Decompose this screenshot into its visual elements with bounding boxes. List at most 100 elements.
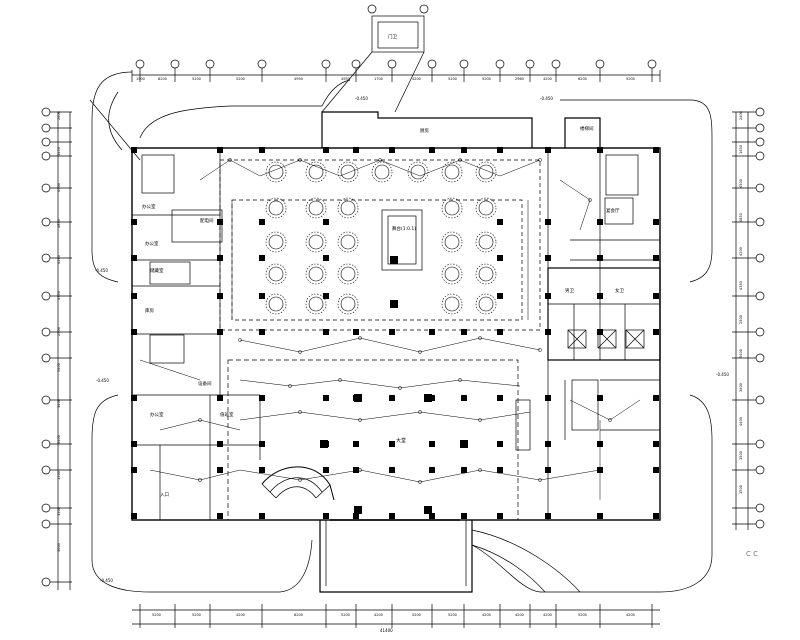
structural-column	[597, 147, 603, 153]
banquet-round-table	[265, 293, 287, 315]
dimension-text-top: 4950	[294, 77, 303, 81]
light-fixture	[198, 478, 202, 482]
structural-column	[497, 513, 503, 519]
structural-column	[323, 293, 329, 299]
level-mark-2: -0.450	[95, 268, 108, 273]
dimension-text-bottom: 5200	[578, 613, 587, 617]
structural-column	[353, 441, 359, 447]
annex-block	[371, 15, 425, 53]
dimension-text-top: 5200	[448, 77, 457, 81]
axis-bubble-top	[387, 59, 397, 69]
label-office-2: 办公室	[145, 240, 159, 247]
dimension-text-bottom: 4200	[482, 613, 491, 617]
structural-column	[429, 441, 435, 447]
dimension-text-top: 5200	[626, 77, 635, 81]
site-path-left	[108, 91, 123, 151]
axis-bubble-top	[427, 59, 437, 69]
structural-column	[597, 255, 603, 261]
label-entrance: 入口	[160, 492, 169, 498]
structural-column	[497, 219, 503, 225]
electrical-circuit-line	[239, 337, 541, 353]
level-mark-1: -0.450	[355, 96, 368, 101]
lobby-column	[424, 394, 432, 402]
structural-column	[429, 513, 435, 519]
axis-bubble-top	[551, 59, 561, 69]
entrance-ramp-arc-2	[471, 544, 546, 593]
axis-bubble-right	[755, 291, 765, 301]
axis-bubble-top	[205, 59, 215, 69]
label-store: 储藏室	[150, 267, 164, 274]
electrical-circuit-line	[559, 179, 591, 231]
structural-column	[353, 147, 359, 153]
label-wc-m: 男卫	[565, 288, 574, 294]
dimension-text-left: 1450	[57, 147, 61, 156]
service-core[interactable]	[547, 267, 661, 361]
lobby-column	[320, 440, 328, 448]
banquet-round-table	[305, 161, 327, 183]
light-fixture	[538, 348, 542, 352]
light-fixture	[538, 478, 542, 482]
label-banquet: 舞台(1:0.1)	[392, 225, 416, 232]
light-fixture	[358, 336, 362, 340]
dimension-text-bottom: 5200	[448, 613, 457, 617]
dimension-text-left: 4500	[57, 183, 61, 192]
structural-column	[461, 395, 467, 401]
dimension-text-bottom: 5200	[341, 613, 350, 617]
structural-column	[545, 219, 551, 225]
light-fixture	[478, 418, 482, 422]
banquet-round-table	[475, 231, 497, 253]
electrical-circuit-line	[159, 419, 241, 431]
axis-bubble-left	[41, 519, 51, 529]
structural-column	[323, 395, 329, 401]
light-fixture	[588, 198, 592, 202]
dimension-text-left: 4350	[57, 291, 61, 300]
structural-column	[497, 255, 503, 261]
structural-column	[497, 395, 503, 401]
axis-bubble-top	[257, 59, 267, 69]
dimension-text-bottom: 4200	[543, 613, 552, 617]
structural-column	[389, 513, 395, 519]
banquet-round-table	[475, 263, 497, 285]
dimension-text-left: 4200	[57, 255, 61, 264]
structural-column	[353, 513, 359, 519]
structural-column	[217, 147, 223, 153]
structural-column	[131, 293, 137, 299]
spiral-stair	[261, 466, 335, 501]
dimension-text-left: 3600	[57, 543, 61, 552]
light-fixture	[458, 378, 462, 382]
banquet-round-table	[265, 263, 287, 285]
light-fixture	[418, 350, 422, 354]
electrical-circuit-line	[199, 159, 541, 181]
banquet-round-table	[371, 161, 393, 183]
dimension-text-top: 6200	[578, 77, 587, 81]
site-boundary-right	[560, 99, 713, 283]
structural-column	[259, 395, 265, 401]
label-kitchen: 厨房	[420, 127, 429, 134]
banquet-round-table	[265, 161, 287, 183]
banquet-round-table	[265, 197, 287, 219]
structural-column	[131, 513, 137, 519]
label-elec-room: 配电间	[200, 217, 214, 224]
dimension-text-top: 1700	[374, 77, 383, 81]
banquet-round-table	[407, 161, 429, 183]
axis-bubble-annex	[419, 4, 429, 14]
structural-column	[217, 329, 223, 335]
banquet-round-table	[441, 293, 463, 315]
light-fixture	[398, 386, 402, 390]
axis-bubble-left	[41, 291, 51, 301]
entrance-ramp-arc-1	[471, 529, 581, 593]
banquet-round-table	[441, 231, 463, 253]
dimension-text-left: 5400	[57, 363, 61, 372]
axis-bubble-right	[755, 503, 765, 513]
lobby-column	[424, 506, 432, 514]
axis-bubble-left	[41, 327, 51, 337]
label-lobby: 大堂	[396, 437, 406, 444]
structural-column	[131, 219, 137, 225]
axis-bubble-top	[525, 59, 535, 69]
structural-column	[131, 467, 137, 473]
axis-bubble-right	[755, 353, 765, 363]
structural-column	[259, 219, 265, 225]
light-fixture	[478, 336, 482, 340]
structural-column	[653, 395, 659, 401]
dimension-text-left: 4850	[57, 219, 61, 228]
